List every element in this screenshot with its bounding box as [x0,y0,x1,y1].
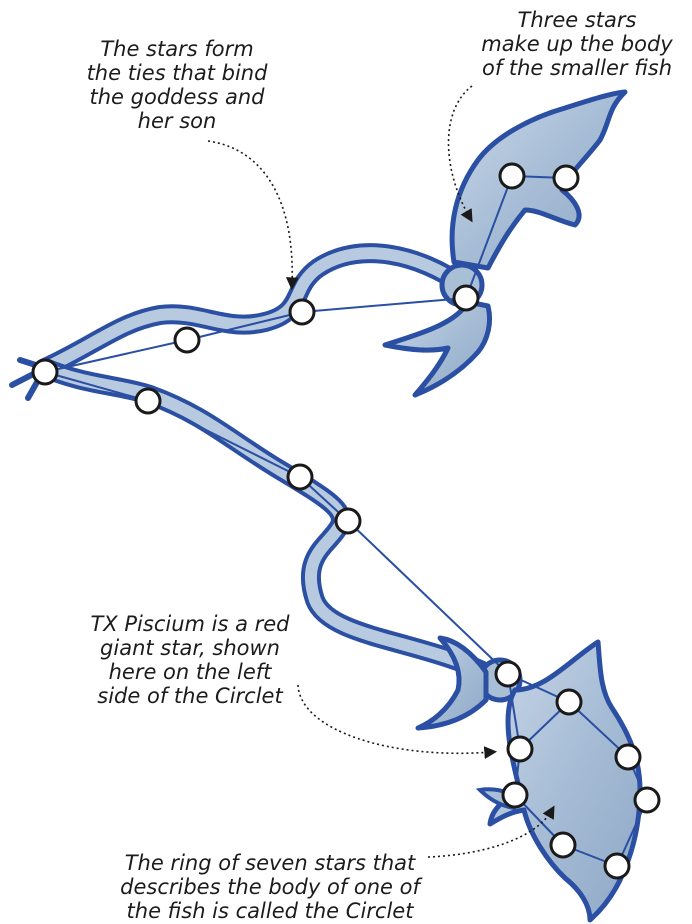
larger-fish [418,638,640,920]
star-circlet-2 [616,745,640,769]
caption-smaller-fish: Three stars make up the body of the smal… [462,8,692,80]
star-cord-2 [175,328,199,352]
star-cord-5 [336,509,360,533]
star-small-fish-head-left [500,164,524,188]
star-cord-1 [290,300,314,324]
star-cord-4 [288,465,312,489]
pointer-ties [208,141,292,285]
star-circlet-3 [635,788,659,812]
caption-circlet: The ring of seven stars that describes t… [100,851,440,923]
star-circlet-4 [503,783,527,807]
star-circlet-6 [605,854,629,878]
star-knot-lower [496,662,520,686]
star-circlet-5 [551,833,575,857]
caption-tx-piscium: TX Piscium is a red giant star, shown he… [70,612,310,708]
star-circlet-1 [557,690,581,714]
star-knot-upper [454,286,478,310]
star-cord-3 [136,389,160,413]
star-small-fish-head-right [554,166,578,190]
star-cord-knot-alrescha [33,360,57,384]
smaller-fish [385,92,625,395]
star-circlet-tx-piscium [508,737,532,761]
caption-ties: The stars form the ties that bind the go… [52,37,302,133]
